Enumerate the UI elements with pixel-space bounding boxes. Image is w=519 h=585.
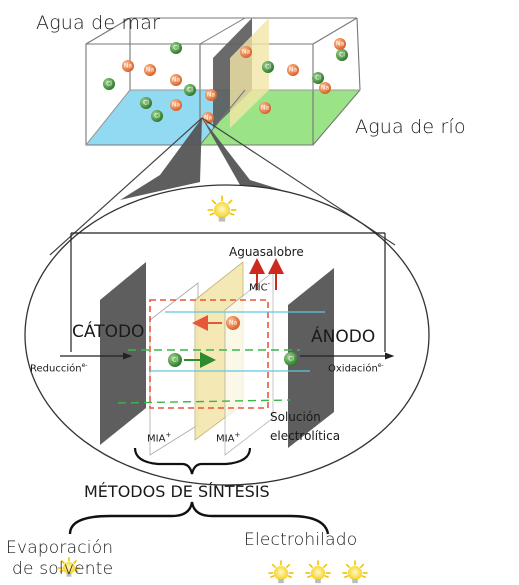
- lightbulb-icon: [342, 560, 368, 584]
- svg-text:Cl: Cl: [173, 45, 179, 52]
- mia-right-label: MIA+: [216, 432, 240, 444]
- mic-superscript: -: [267, 280, 271, 288]
- svg-text:Na: Na: [146, 67, 154, 74]
- mia-right-text: MIA: [216, 433, 235, 445]
- sodium-ion: Na: [144, 64, 156, 76]
- svg-text:Cl: Cl: [187, 87, 193, 94]
- brackish-label: Aguasalobre: [229, 245, 304, 259]
- salinity-gradient-box: [85, 17, 361, 146]
- chloride-ion: Cl: [170, 42, 182, 54]
- method-evaporation-line1: Evaporación: [6, 538, 114, 558]
- mic-label: MIC-: [249, 281, 270, 293]
- methods-title: MÉTODOS DE SÍNTESIS: [84, 482, 270, 501]
- sodium-ion: Na: [122, 60, 134, 72]
- svg-text:Na: Na: [172, 102, 180, 109]
- lightbulb-icon: [305, 560, 331, 584]
- svg-text:Cl: Cl: [106, 81, 112, 88]
- sodium-ion: Na: [287, 64, 299, 76]
- mia-right-superscript: +: [234, 431, 241, 439]
- svg-text:Na: Na: [289, 67, 297, 74]
- seawater-label: Agua de mar: [36, 12, 161, 34]
- oxidation-text: Oxidación: [328, 363, 378, 375]
- svg-text:Na: Na: [321, 85, 329, 92]
- svg-text:Cl: Cl: [143, 100, 149, 107]
- lightbulb-icon: [268, 560, 294, 584]
- chloride-ion: Cl: [336, 49, 348, 61]
- chloride-ion: Cl: [284, 352, 298, 366]
- anode-label: ÁNODO: [311, 327, 376, 347]
- sodium-ion: Na: [202, 112, 214, 124]
- external-circuit: [70, 232, 386, 352]
- svg-text:Na: Na: [172, 77, 180, 84]
- flow-region: [149, 299, 269, 409]
- svg-text:Na: Na: [336, 41, 344, 48]
- mic-text: MIC: [249, 282, 268, 294]
- svg-text:Cl: Cl: [339, 52, 345, 59]
- lightbulb-icon: [58, 557, 80, 577]
- sodium-ion: Na: [170, 99, 182, 111]
- flow-lines: [117, 311, 325, 404]
- chloride-ion: Cl: [168, 353, 182, 367]
- chloride-ion: Cl: [151, 110, 163, 122]
- electrolyte-label-line1: Solución: [270, 410, 321, 424]
- sodium-ion: Na: [240, 46, 252, 58]
- chloride-ion: Cl: [262, 61, 274, 73]
- method-evaporation-line2: de solvente: [12, 559, 114, 579]
- svg-text:Na: Na: [261, 105, 269, 112]
- sodium-ion: Na: [226, 316, 240, 330]
- svg-text:Cl: Cl: [288, 356, 294, 363]
- sodium-ion: Na: [205, 89, 217, 101]
- riverwater-label: Agua de río: [355, 116, 466, 138]
- reduction-label: Reduccióne-: [30, 363, 87, 374]
- svg-text:Cl: Cl: [154, 113, 160, 120]
- membrane-brace: [133, 447, 252, 475]
- svg-text:Na: Na: [229, 320, 237, 327]
- chloride-ion: Cl: [140, 97, 152, 109]
- lightbulb-icon: [207, 195, 237, 222]
- chloride-ion: Cl: [103, 78, 115, 90]
- svg-text:Cl: Cl: [315, 75, 321, 82]
- oxidation-label: Oxidacióne-: [328, 363, 384, 374]
- methods-brace: [68, 501, 330, 535]
- svg-text:Na: Na: [124, 63, 132, 70]
- sodium-ion: Na: [259, 102, 271, 114]
- method-electrospinning: Electrohilado: [244, 530, 358, 550]
- svg-text:Cl: Cl: [172, 357, 178, 364]
- svg-text:Na: Na: [242, 49, 250, 56]
- sodium-ion: Na: [319, 82, 331, 94]
- electrolyte-label-line2: electrolítica: [270, 429, 341, 443]
- lightbulb-icon: [207, 195, 237, 222]
- chloride-ion: Cl: [312, 72, 324, 84]
- anode-plate: [288, 268, 334, 448]
- mia-left-label: MIA+: [147, 432, 171, 444]
- svg-text:Na: Na: [207, 92, 215, 99]
- membrane-yellow: [230, 18, 269, 128]
- reduction-text: Reducción: [30, 363, 82, 375]
- svg-text:Na: Na: [204, 115, 212, 122]
- mia-left-text: MIA: [147, 433, 166, 445]
- mia-left-superscript: +: [165, 431, 172, 439]
- oxidation-superscript: e-: [377, 362, 384, 369]
- sodium-ion: Na: [334, 38, 346, 50]
- cathode-label: CÁTODO: [72, 322, 145, 342]
- chloride-ion: Cl: [184, 84, 196, 96]
- reduction-superscript: e-: [81, 362, 88, 369]
- svg-text:Cl: Cl: [265, 64, 271, 71]
- lightbulb-icons-bottom: [58, 557, 368, 584]
- seawater-floor: [86, 90, 245, 145]
- sodium-ion: Na: [170, 74, 182, 86]
